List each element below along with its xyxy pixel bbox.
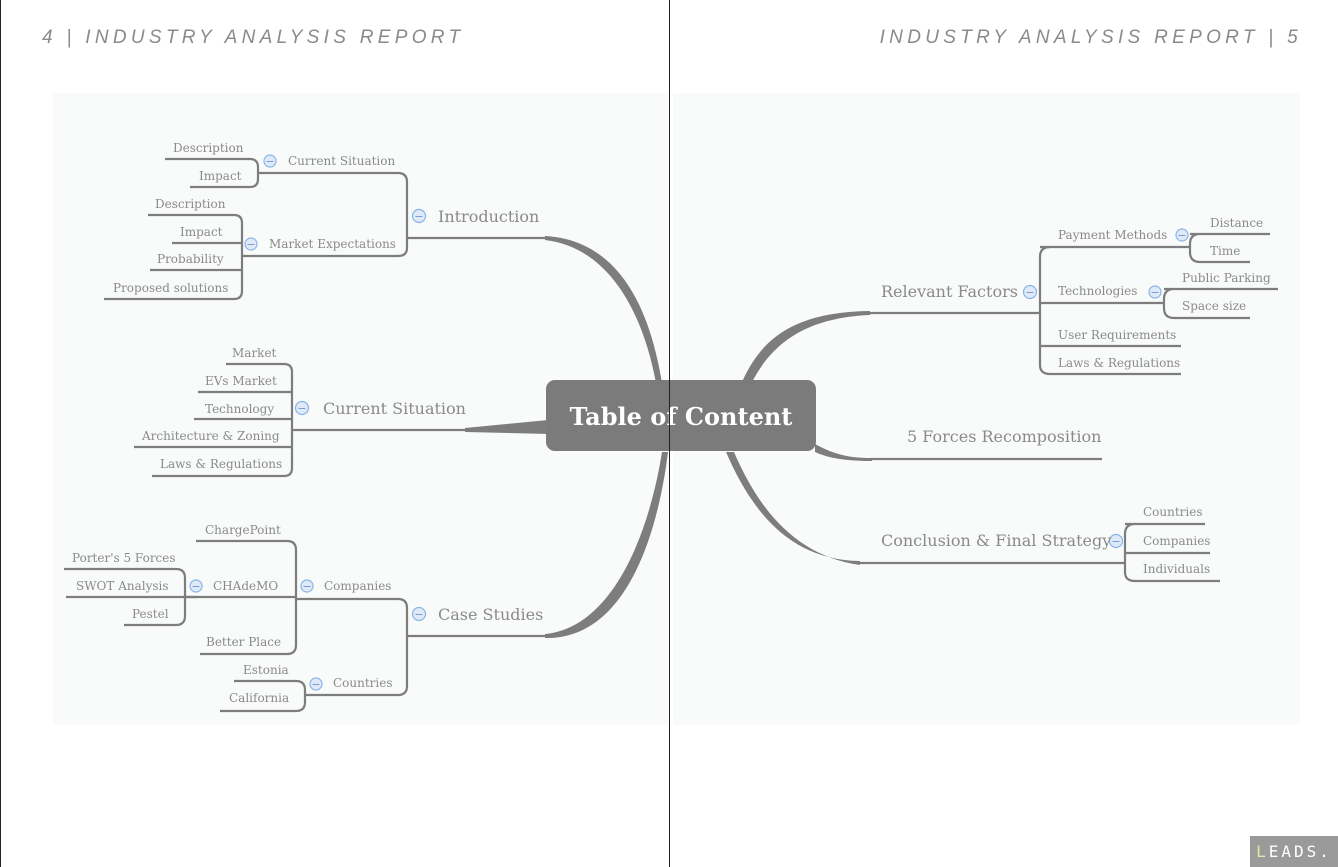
connector-intro-me-items [104,213,244,301]
leaf-description[interactable]: Description [173,141,244,155]
page-spread-divider [669,0,670,867]
header-right: INDUSTRY ANALYSIS REPORT | 5 [879,27,1302,48]
leaf-market[interactable]: Market [232,346,277,360]
leaf-pestel[interactable]: Pestel [132,607,169,621]
toggle-chademo[interactable] [189,579,203,593]
toggle-glyph: − [414,210,423,223]
center-box[interactable] [546,380,816,451]
toggle-glyph: − [414,608,423,621]
connector-countries-items [220,679,307,713]
toggle-glyph: − [1025,286,1034,299]
leaf-laws-regulations[interactable]: Laws & Regulations [160,457,282,471]
subtopic-market-expectations[interactable]: Market Expectations [269,237,396,251]
main-branches [465,236,872,639]
leaf-distance[interactable]: Distance [1210,216,1263,230]
leaf-estonia[interactable]: Estonia [243,663,289,677]
toggle-payment-methods[interactable] [1175,228,1189,242]
toggle-glyph: − [246,238,255,251]
connector-intro-bracket [242,171,409,258]
subtopic-intro-current-situation[interactable]: Current Situation [288,154,395,168]
leaf-impact[interactable]: Impact [180,225,223,239]
connector-tech-items [1162,287,1278,320]
header-left: 4 | INDUSTRY ANALYSIS REPORT [42,27,465,48]
toggle-technologies[interactable] [1148,285,1162,299]
toggle-glyph: − [191,580,200,593]
leaf-architecture-zoning[interactable]: Architecture & Zoning [141,429,280,443]
toggle-glyph: − [1177,229,1186,242]
toggle-glyph: − [1111,535,1120,548]
connector-rf-bracket [1038,245,1181,376]
branch-five-forces [815,444,872,461]
connector-rf-mid [1040,245,1190,348]
toggle-glyph: − [311,678,320,691]
leads-logo: LEADS. [1250,836,1338,867]
toggle-glyphs: − − − − − − − − − − − − [191,155,1186,691]
toggle-case-studies[interactable] [411,606,427,622]
topic-introduction[interactable]: Introduction [438,207,539,226]
topic-case-studies[interactable]: Case Studies [438,605,543,624]
logo-rest: EADS. [1268,842,1332,861]
leaf-public-parking[interactable]: Public Parking [1182,271,1271,285]
leaf-countries[interactable]: Countries [1143,505,1203,519]
toggle-glyph: − [1150,286,1159,299]
toggle-countries[interactable] [309,677,323,691]
center-title: Table of Content [570,402,793,431]
leaf-individuals[interactable]: Individuals [1143,562,1210,576]
branch-current-situation [465,420,548,434]
leaf-impact[interactable]: Impact [199,169,242,183]
leaf-technology[interactable]: Technology [205,402,274,416]
leaf-evs-market[interactable]: EVs Market [205,374,277,388]
topic-current-situation[interactable]: Current Situation [323,399,466,418]
toggle-introduction[interactable] [411,208,427,224]
leaf-california[interactable]: California [229,691,289,705]
branch-introduction [545,236,662,383]
subtopic-payment-methods[interactable]: Payment Methods [1058,228,1167,242]
subtopic-chademo[interactable]: CHAdeMO [213,579,278,593]
leaf-time[interactable]: Time [1210,244,1240,258]
leaf-laws-regulations[interactable]: Laws & Regulations [1058,356,1180,370]
topic-relevant-factors[interactable]: Relevant Factors [881,282,1018,301]
leaf-companies[interactable]: Companies [1143,534,1210,548]
leaf-description[interactable]: Description [155,197,226,211]
toggle-market-expectations[interactable] [244,237,258,251]
connector-conclusion-items [1123,522,1220,583]
connector-case-bracket [296,597,409,697]
subtopic-technologies[interactable]: Technologies [1058,284,1137,298]
toggle-current-situation[interactable] [294,400,310,416]
leaf-swot-analysis[interactable]: SWOT Analysis [76,579,169,593]
toggle-glyph: − [302,580,311,593]
connector-intro-me-mid [150,241,242,272]
leaf-proposed-solutions[interactable]: Proposed solutions [113,281,228,295]
leaf-porters-5-forces[interactable]: Porter's 5 Forces [72,551,176,565]
topic-conclusion[interactable]: Conclusion & Final Strategy [881,531,1111,550]
leaf-chargepoint[interactable]: ChargePoint [205,523,281,537]
leaf-space-size[interactable]: Space size [1182,299,1246,313]
connector-payment-items [1188,232,1270,264]
toggle-companies[interactable] [300,579,314,593]
subtopic-countries[interactable]: Countries [333,676,393,690]
page-edge-line [0,0,1,867]
branch-conclusion [726,452,860,565]
leaf-better-place[interactable]: Better Place [206,635,281,649]
subtopic-companies[interactable]: Companies [324,579,391,593]
toggle-glyph: − [297,402,306,415]
toggle-conclusion[interactable] [1108,533,1124,549]
toggle-intro-current-situation[interactable] [263,154,277,168]
leaf-probability[interactable]: Probability [157,252,224,266]
logo-first-letter: L [1256,842,1269,861]
leaf-user-requirements[interactable]: User Requirements [1058,328,1176,342]
branch-case-studies [545,452,668,639]
toggle-relevant-factors[interactable] [1022,284,1038,300]
branch-relevant-factors [742,311,870,382]
topic-five-forces[interactable]: 5 Forces Recomposition [907,427,1101,446]
toggle-glyph: − [265,155,274,168]
connector-current-mid [134,390,292,449]
